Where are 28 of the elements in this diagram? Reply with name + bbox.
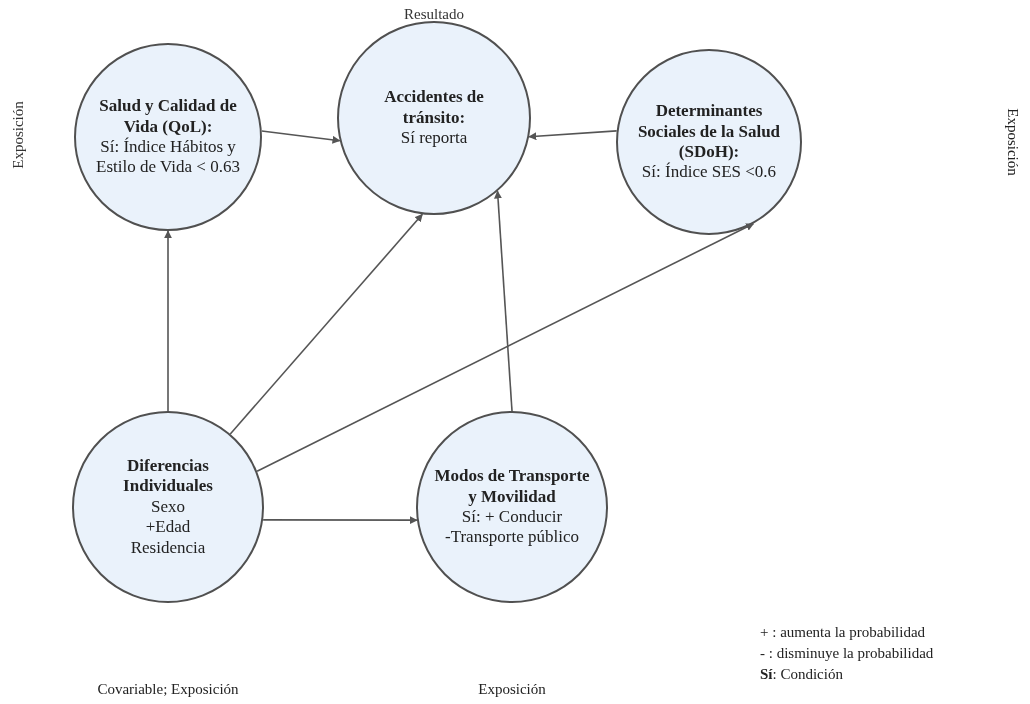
arrow xyxy=(164,230,172,412)
arrow xyxy=(261,130,341,144)
legend-note: + : aumenta la probabilidad xyxy=(760,624,926,641)
arrow xyxy=(229,213,424,435)
node-heading: Determinantes Sociales de la Salud (SDoH): xyxy=(636,101,782,162)
node-caption: Resultado xyxy=(404,5,464,23)
node-text: Sí reporta xyxy=(400,128,468,149)
node-text: Sí: + Conducir xyxy=(461,507,563,528)
legend-note: Sí: Condición xyxy=(760,666,843,683)
arrow xyxy=(528,130,618,141)
role-label: Exposición xyxy=(1003,108,1021,176)
node-heading: Diferencias Individuales xyxy=(122,456,214,497)
role-label: Exposición xyxy=(478,680,546,698)
node-text: +Edad xyxy=(145,517,191,538)
role-label: Covariable; Exposición xyxy=(97,680,239,698)
arrow xyxy=(494,190,513,412)
node-text: Residencia xyxy=(130,537,206,558)
node-text: -Transporte público xyxy=(445,527,579,548)
node-caption: Exposición xyxy=(9,101,27,169)
arrow xyxy=(256,222,755,472)
node-heading: Modos de Transporte y Movilidad xyxy=(433,466,591,507)
node-heading: Accidentes de tránsito: xyxy=(383,87,485,129)
legend-note: - : disminuye la probabilidad xyxy=(760,645,934,662)
arrow xyxy=(262,516,418,525)
node-text: Sí: Índice SES <0.6 xyxy=(641,162,777,183)
node-text: Sí: Índice Hábitos y Estilo de Vida < 0.63 xyxy=(95,137,241,178)
node-heading: Salud y Calidad de Vida (QoL): xyxy=(98,96,238,137)
node-text: Sexo xyxy=(151,496,185,518)
